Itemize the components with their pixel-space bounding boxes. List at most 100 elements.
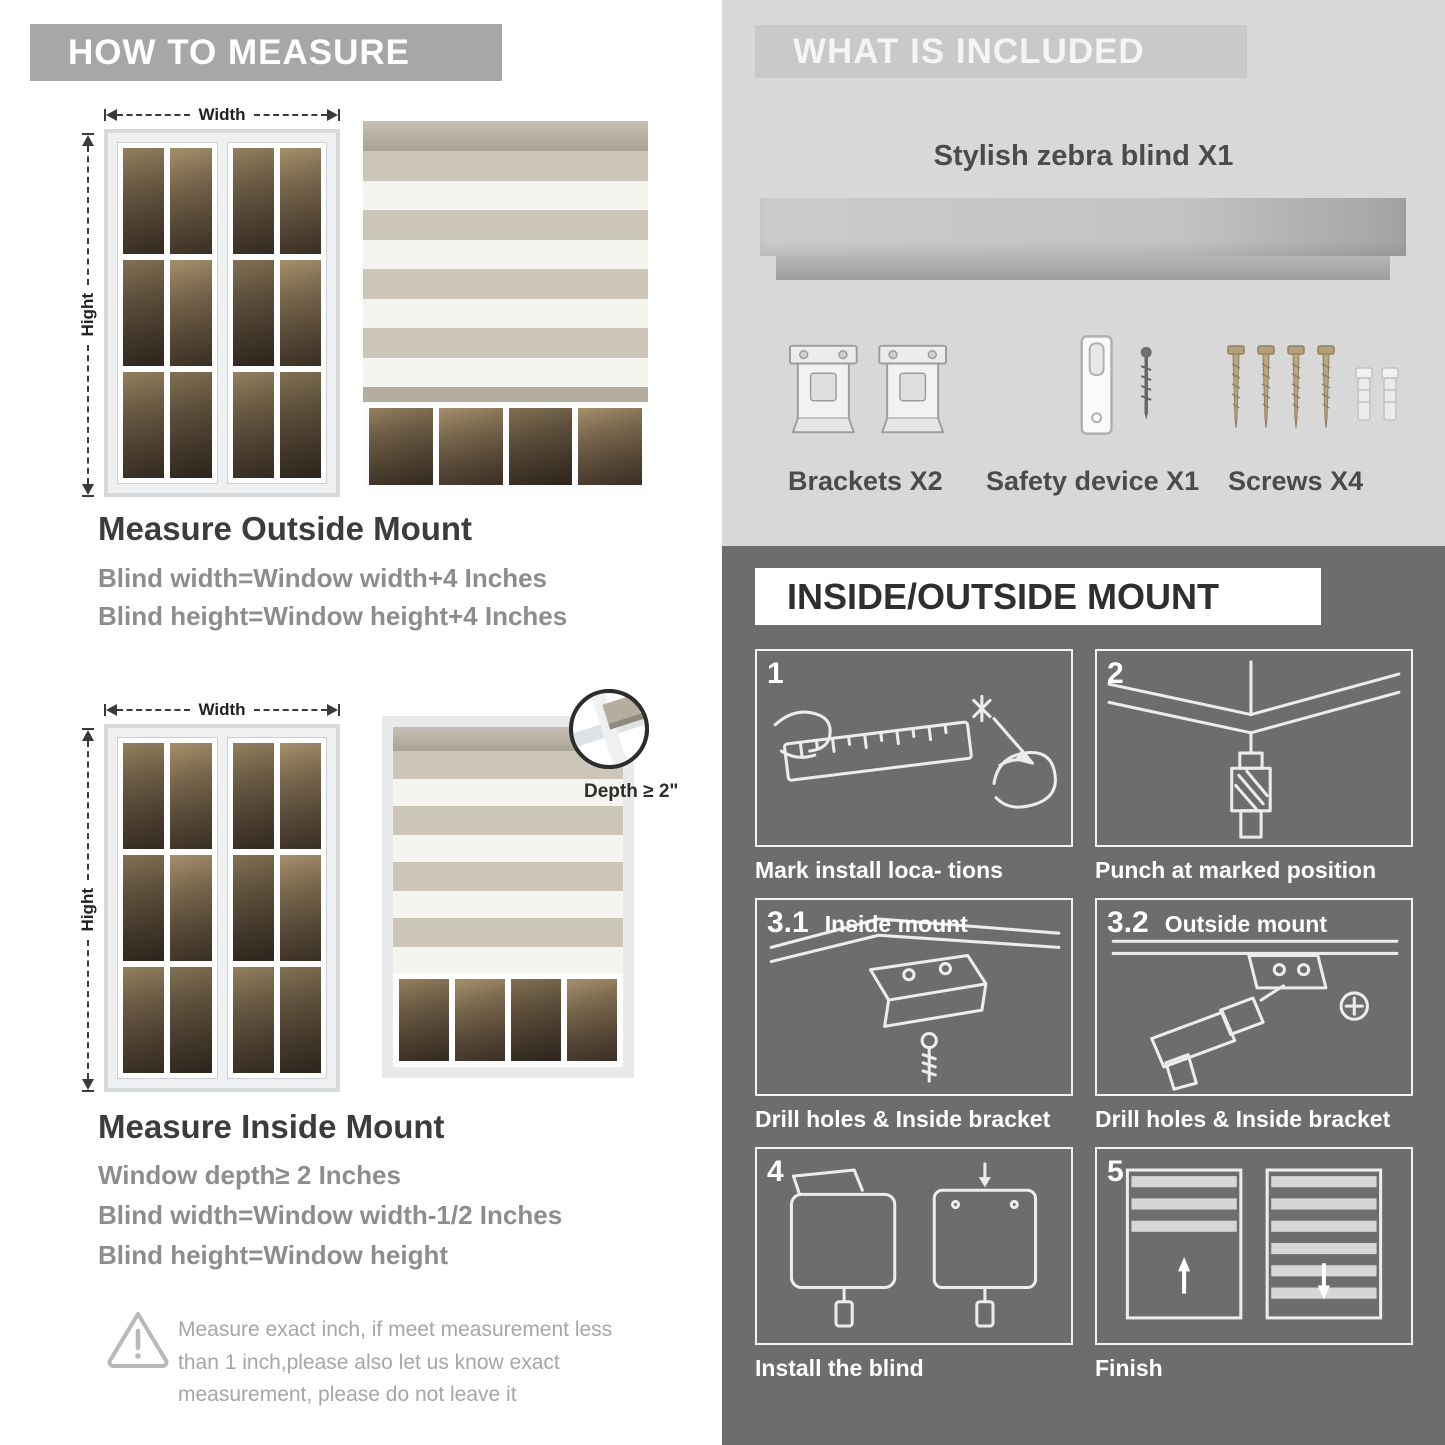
zebra-blind-valance-image (776, 256, 1390, 280)
window-sash (226, 142, 327, 484)
step-caption: Drill holes & Inside bracket (755, 1106, 1051, 1132)
measurement-warning-text: Measure exact inch, if meet measurement … (178, 1318, 613, 1407)
blind-item-label: Stylish zebra blind X1 (933, 140, 1234, 172)
step-number: 3.2 (1107, 906, 1149, 939)
window-pane (279, 260, 321, 366)
finish-illustration (1125, 1168, 1383, 1320)
step-head: 1 (767, 657, 800, 691)
brackets-label: Brackets X2 (788, 466, 943, 496)
dashed-line (253, 709, 327, 711)
window-pane (399, 979, 449, 1061)
window-pane (232, 967, 274, 1073)
brackets-icon (782, 336, 954, 442)
blind-stripes (363, 151, 648, 387)
step-title: Inside mount (824, 911, 968, 937)
outside-width-formula: Blind width=Window width+4 Inches (98, 563, 547, 593)
dashed-line (87, 939, 89, 1079)
arrow-end-tick (82, 728, 94, 730)
height-arrow: Hight (78, 728, 98, 1092)
window-pane (123, 855, 165, 961)
how-to-measure-section: HOW TO MEASURE Width Hight (0, 0, 722, 1445)
mount-header: INSIDE/OUTSIDE MOUNT (755, 568, 1321, 625)
blind-stripes (393, 751, 623, 973)
window-pane (232, 743, 274, 849)
step-number: 1 (767, 657, 784, 690)
how-to-measure-header: HOW TO MEASURE (30, 24, 502, 81)
arrow-end-tick (82, 133, 94, 135)
step-head: 4 (767, 1155, 800, 1189)
what-is-included-header: WHAT IS INCLUDED (755, 25, 1247, 78)
step-2: 2 (1095, 649, 1413, 884)
window-pane (123, 260, 165, 366)
window-pane (455, 979, 505, 1061)
zebra-blind-inside-figure (382, 716, 634, 1078)
arrow-down-icon (82, 1079, 94, 1090)
inside-width-formula: Blind width=Window width-1/2 Inches (98, 1200, 563, 1230)
window-pane (123, 148, 165, 254)
step-4: 4 (755, 1147, 1073, 1382)
height-arrow: Hight (78, 133, 98, 497)
what-is-included-section: WHAT IS INCLUDED Stylish zebra blind X1 (722, 0, 1445, 546)
arrow-end-tick (82, 1090, 94, 1092)
window-pane (279, 967, 321, 1073)
step-1: 1 (755, 649, 1073, 884)
inside-bracket-illustration (769, 917, 1061, 1083)
dashed-line (87, 741, 89, 881)
depth-detail-magnifier-icon (566, 686, 652, 772)
window-pane (508, 408, 573, 485)
window-pane (438, 408, 503, 485)
step-number: 5 (1107, 1155, 1124, 1188)
safety-device-label: Safety device X1 (986, 466, 1200, 496)
install-blind-illustration (789, 1162, 1038, 1328)
step-3-2-panel: 3.2 Outside mount (1095, 898, 1413, 1096)
screws-icon (1218, 338, 1408, 442)
arrow-end-tick (104, 704, 106, 716)
arrow-left-icon (106, 704, 117, 716)
window-under-blind (393, 973, 623, 1067)
drill-illustration (1107, 660, 1401, 839)
step-caption: Drill holes & Inside bracket (1095, 1106, 1391, 1132)
outside-mount-window-figure: Width Hight (78, 103, 340, 497)
window-pane (232, 148, 274, 254)
inside-height-formula: Blind height=Window height (98, 1240, 448, 1270)
step-head: 3.1 Inside mount (767, 906, 968, 940)
window-pane (578, 408, 642, 485)
window-illustration (104, 129, 340, 497)
zebra-blind-headrail-image (760, 198, 1406, 256)
step-5: 5 (1095, 1147, 1413, 1382)
arrow-end-tick (82, 495, 94, 497)
inside-mount-title: Measure Inside Mount (98, 1108, 445, 1145)
dashed-line (87, 146, 89, 286)
dashed-line (117, 709, 191, 711)
arrow-end-tick (104, 109, 106, 121)
arrow-end-tick (338, 704, 340, 716)
outside-height-formula: Blind height=Window height+4 Inches (98, 601, 568, 631)
window-pane (232, 260, 274, 366)
width-label: Width (198, 105, 246, 124)
width-arrow: Width (104, 105, 340, 125)
height-label: Hight (78, 293, 97, 337)
window-pane (170, 743, 212, 849)
mark-locations-illustration (773, 694, 1057, 809)
window-under-blind (363, 402, 648, 491)
width-label: Width (198, 700, 246, 719)
arrow-down-icon (82, 484, 94, 495)
window-pane (123, 967, 165, 1073)
step-3-1-panel: 3.1 Inside mount (755, 898, 1073, 1096)
window-pane (170, 855, 212, 961)
step-head: 3.2 Outside mount (1107, 906, 1327, 940)
step-title: Outside mount (1164, 911, 1327, 937)
step-caption: Mark install loca- tions (755, 857, 1003, 883)
dashed-line (87, 344, 89, 484)
step-head: 5 (1107, 1155, 1140, 1189)
window-pane (170, 967, 212, 1073)
window-sash (226, 737, 327, 1079)
step-4-panel: 4 (755, 1147, 1073, 1345)
warning-icon (106, 1308, 170, 1369)
window-pane (369, 408, 433, 485)
window-pane (123, 743, 165, 849)
zebra-blind-outside-figure (363, 121, 648, 491)
window-pane (567, 979, 617, 1061)
outside-mount-title: Measure Outside Mount (98, 510, 473, 547)
step-3-1: 3.1 Inside mount (755, 898, 1073, 1133)
